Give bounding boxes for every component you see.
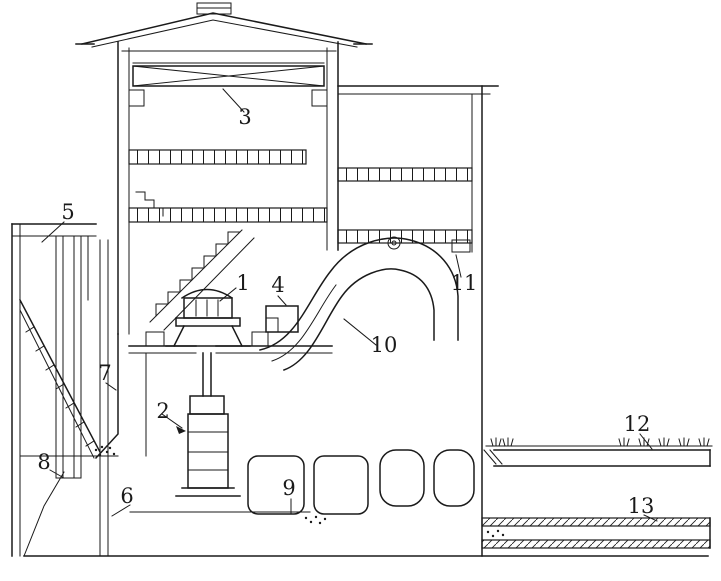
leader-11 <box>455 254 462 278</box>
bank-slope-inner <box>19 309 95 459</box>
pump-casing <box>189 395 225 415</box>
slope-hatch <box>25 326 95 447</box>
stipple-culvert-base <box>486 529 505 538</box>
annex-floor-railing <box>337 167 473 182</box>
shaft-wall-pipes <box>99 239 109 557</box>
motor-flange <box>175 317 241 327</box>
motor-stand <box>172 324 244 348</box>
leader-8 <box>49 469 65 479</box>
upper-culvert <box>483 437 713 467</box>
callout-9: 9 <box>282 476 295 500</box>
duct-inner-curve <box>283 268 435 371</box>
crane-corbel-left <box>128 89 145 107</box>
leader-12 <box>639 433 653 450</box>
leader-1 <box>219 287 237 302</box>
leader-13 <box>643 514 658 522</box>
suction-elbow <box>175 413 241 497</box>
stair-stringer-1 <box>149 229 243 323</box>
soil-tufts <box>490 437 710 447</box>
leader-10 <box>343 318 377 346</box>
left-intake-structure <box>11 223 119 557</box>
gallery-opening-3 <box>379 449 425 507</box>
motor-dome <box>180 288 234 300</box>
bank-slope-outer <box>18 298 102 454</box>
callout-5: 5 <box>61 200 74 224</box>
floor-block-left <box>145 331 165 347</box>
mezzanine-floor-railing <box>128 207 328 223</box>
callout-1: 1 <box>236 271 249 295</box>
callout-10: 10 <box>371 333 398 357</box>
foundation-left-edge <box>94 333 119 460</box>
callout-7: 7 <box>98 361 111 385</box>
callouts: 1 2 3 4 5 6 7 8 9 10 11 12 13 <box>37 105 654 518</box>
callout-3: 3 <box>238 105 251 129</box>
upper-floor-railing <box>128 149 307 165</box>
overhead-crane <box>132 62 325 87</box>
stair-steps <box>155 231 241 317</box>
foundation <box>23 333 709 557</box>
motor-vents <box>195 299 219 317</box>
motor-body <box>183 297 233 319</box>
discharge-duct <box>259 236 471 371</box>
leader-5 <box>41 221 65 243</box>
roof-inner-line <box>91 19 358 48</box>
stair-stringer-2 <box>163 237 255 331</box>
floor-block-right <box>251 331 269 347</box>
pedestal-block <box>265 305 299 333</box>
motor-unit <box>165 288 251 348</box>
leader-4 <box>277 295 287 306</box>
soil-stipple <box>94 445 505 538</box>
duct-guide-line <box>271 284 337 362</box>
suction-column <box>187 413 229 489</box>
leader-2 <box>161 413 183 429</box>
floors <box>128 149 328 223</box>
callout-4: 4 <box>271 273 284 297</box>
duct-outer-curve <box>259 237 459 351</box>
leader-7 <box>105 382 117 391</box>
callout-12: 12 <box>624 412 651 436</box>
roof <box>75 2 373 52</box>
callout-11: 11 <box>451 271 478 295</box>
callout-2: 2 <box>156 399 169 423</box>
shaft-lines <box>202 352 212 397</box>
leader-2-arrowhead <box>176 426 186 434</box>
base-bevel-left <box>23 471 65 557</box>
pump-shaft <box>202 352 212 397</box>
gallery-opening-2 <box>313 455 369 515</box>
pump-bowl <box>189 395 225 415</box>
stipple-slope-toe <box>94 445 116 457</box>
roof-outer-line <box>81 12 367 45</box>
annex-building <box>337 85 499 557</box>
pedestal <box>265 305 299 333</box>
small-stair <box>135 191 164 217</box>
annex-lower-floor <box>337 229 473 244</box>
column-flanges <box>187 431 229 471</box>
crane-bracing <box>132 65 325 87</box>
machine-floor <box>128 331 333 354</box>
crane-corbel-right <box>311 89 328 107</box>
pedestal-step <box>265 317 279 333</box>
leader-3 <box>222 88 245 113</box>
penstock-pipes <box>55 235 82 479</box>
stipple-gallery-base <box>304 515 327 525</box>
callout-6: 6 <box>120 484 133 508</box>
callout-8: 8 <box>37 450 50 474</box>
crane-girder <box>132 65 325 87</box>
lower-culvert-top-wall <box>481 517 711 527</box>
callout-13: 13 <box>628 494 655 518</box>
lower-culvert-bottom-wall <box>481 539 711 549</box>
gallery-opening-4 <box>433 449 475 507</box>
leader-lines <box>41 88 658 522</box>
lower-culvert <box>481 517 711 549</box>
gallery-opening-1 <box>247 455 305 515</box>
stairs <box>149 229 255 331</box>
junction-hatch <box>483 449 503 465</box>
leader-6 <box>111 504 131 517</box>
